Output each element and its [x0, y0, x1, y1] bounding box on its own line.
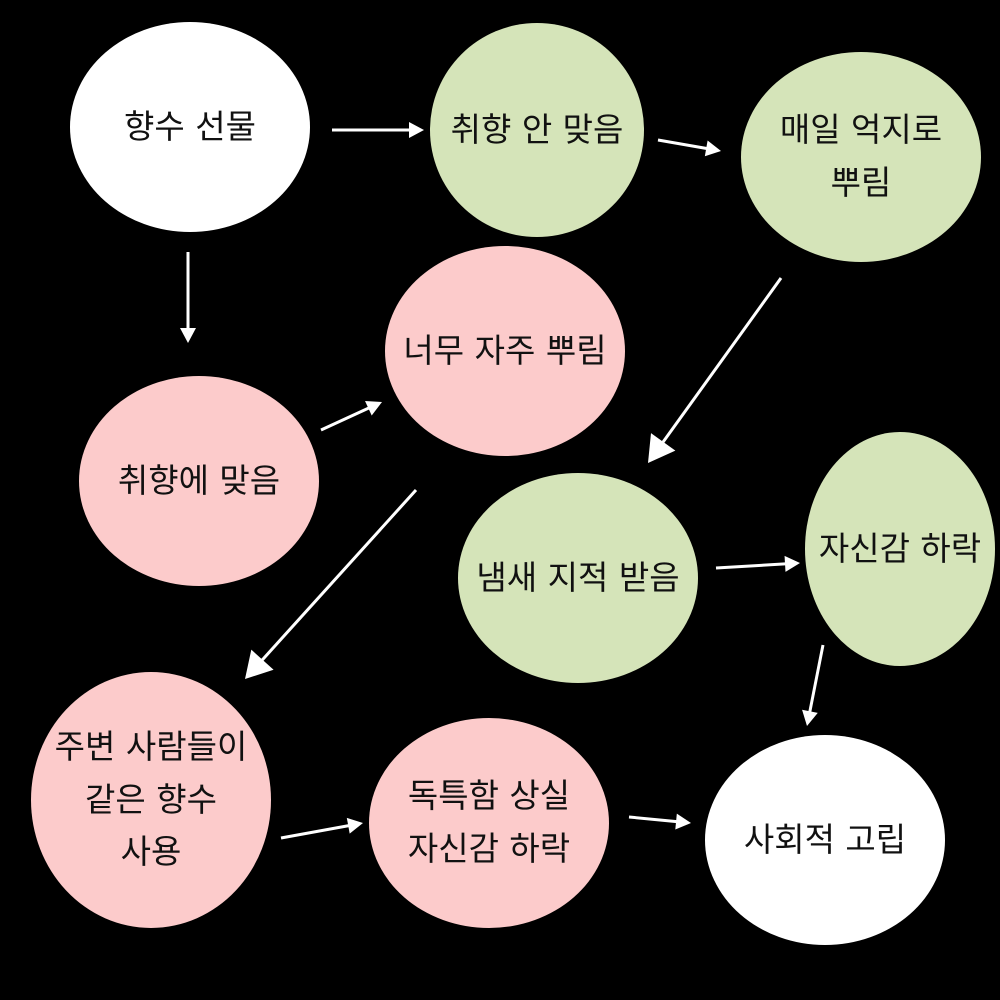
node-confidence-drop: 자신감 하락: [805, 432, 995, 666]
node-label: 취향 안 맞음: [450, 109, 624, 149]
node-perfume-gift: 향수 선물: [70, 22, 310, 232]
arrow-smell-criticized-to-confidence-drop-1: [715, 555, 800, 572]
node-uniqueness-lost: 독특함 상실 자신감 하락: [369, 718, 609, 928]
arrow-head: [675, 813, 691, 830]
arrow-taste-mismatch-to-spray-daily-forced: [657, 138, 721, 157]
node-label: 주변 사람들이 같은 향수 사용: [54, 726, 248, 872]
arrow-taste-match-to-spray-too-often: [320, 400, 382, 432]
arrow-uniqueness-lost-to-social-isolation: [628, 813, 691, 830]
node-label: 독특함 상실 자신감 하락: [407, 776, 571, 868]
arrow-confidence-drop-1-to-social-isolation: [802, 644, 825, 726]
arrow-shaft: [808, 644, 825, 714]
arrow-shaft: [715, 562, 788, 570]
node-label: 매일 억지로 뿌림: [779, 110, 943, 202]
arrow-head: [802, 709, 818, 726]
arrow-shaft: [280, 823, 351, 840]
arrow-head: [409, 122, 424, 138]
node-social-isolation: 사회적 고립: [705, 735, 945, 945]
node-label: 자신감 하락: [818, 528, 982, 568]
arrow-perfume-gift-to-taste-mismatch: [332, 122, 424, 138]
arrow-head: [245, 649, 274, 679]
node-label: 냄새 지적 받음: [476, 557, 680, 597]
arrow-head: [180, 328, 196, 343]
arrow-shaft: [320, 406, 371, 432]
arrow-perfume-gift-to-taste-match: [180, 252, 196, 343]
node-taste-mismatch: 취향 안 맞음: [430, 23, 644, 237]
arrow-shaft: [657, 138, 709, 151]
node-label: 향수 선물: [124, 106, 256, 146]
node-taste-match: 취향에 맞음: [79, 376, 319, 586]
arrow-shaft: [628, 815, 679, 824]
arrow-shaft: [660, 277, 783, 445]
node-label: 취향에 맞음: [117, 460, 281, 500]
arrow-head: [704, 140, 721, 157]
arrow-head: [648, 433, 676, 463]
node-label: 사회적 고립: [743, 819, 907, 859]
node-smell-criticized: 냄새 지적 받음: [458, 473, 698, 683]
arrow-others-same-perfume-to-uniqueness-lost: [280, 817, 363, 840]
arrow-spray-too-often-to-others-same-perfume: [245, 488, 418, 679]
node-label: 너무 자주 뿌림: [403, 330, 607, 370]
arrow-head: [365, 400, 382, 416]
node-others-same-perfume: 주변 사람들이 같은 향수 사용: [31, 672, 271, 928]
arrow-spray-daily-forced-to-smell-criticized: [648, 277, 783, 463]
arrow-head: [346, 817, 363, 834]
arrow-shaft: [259, 488, 418, 663]
node-spray-daily-forced: 매일 억지로 뿌림: [741, 52, 981, 262]
arrow-head: [784, 555, 800, 572]
node-spray-too-often: 너무 자주 뿌림: [385, 246, 625, 456]
